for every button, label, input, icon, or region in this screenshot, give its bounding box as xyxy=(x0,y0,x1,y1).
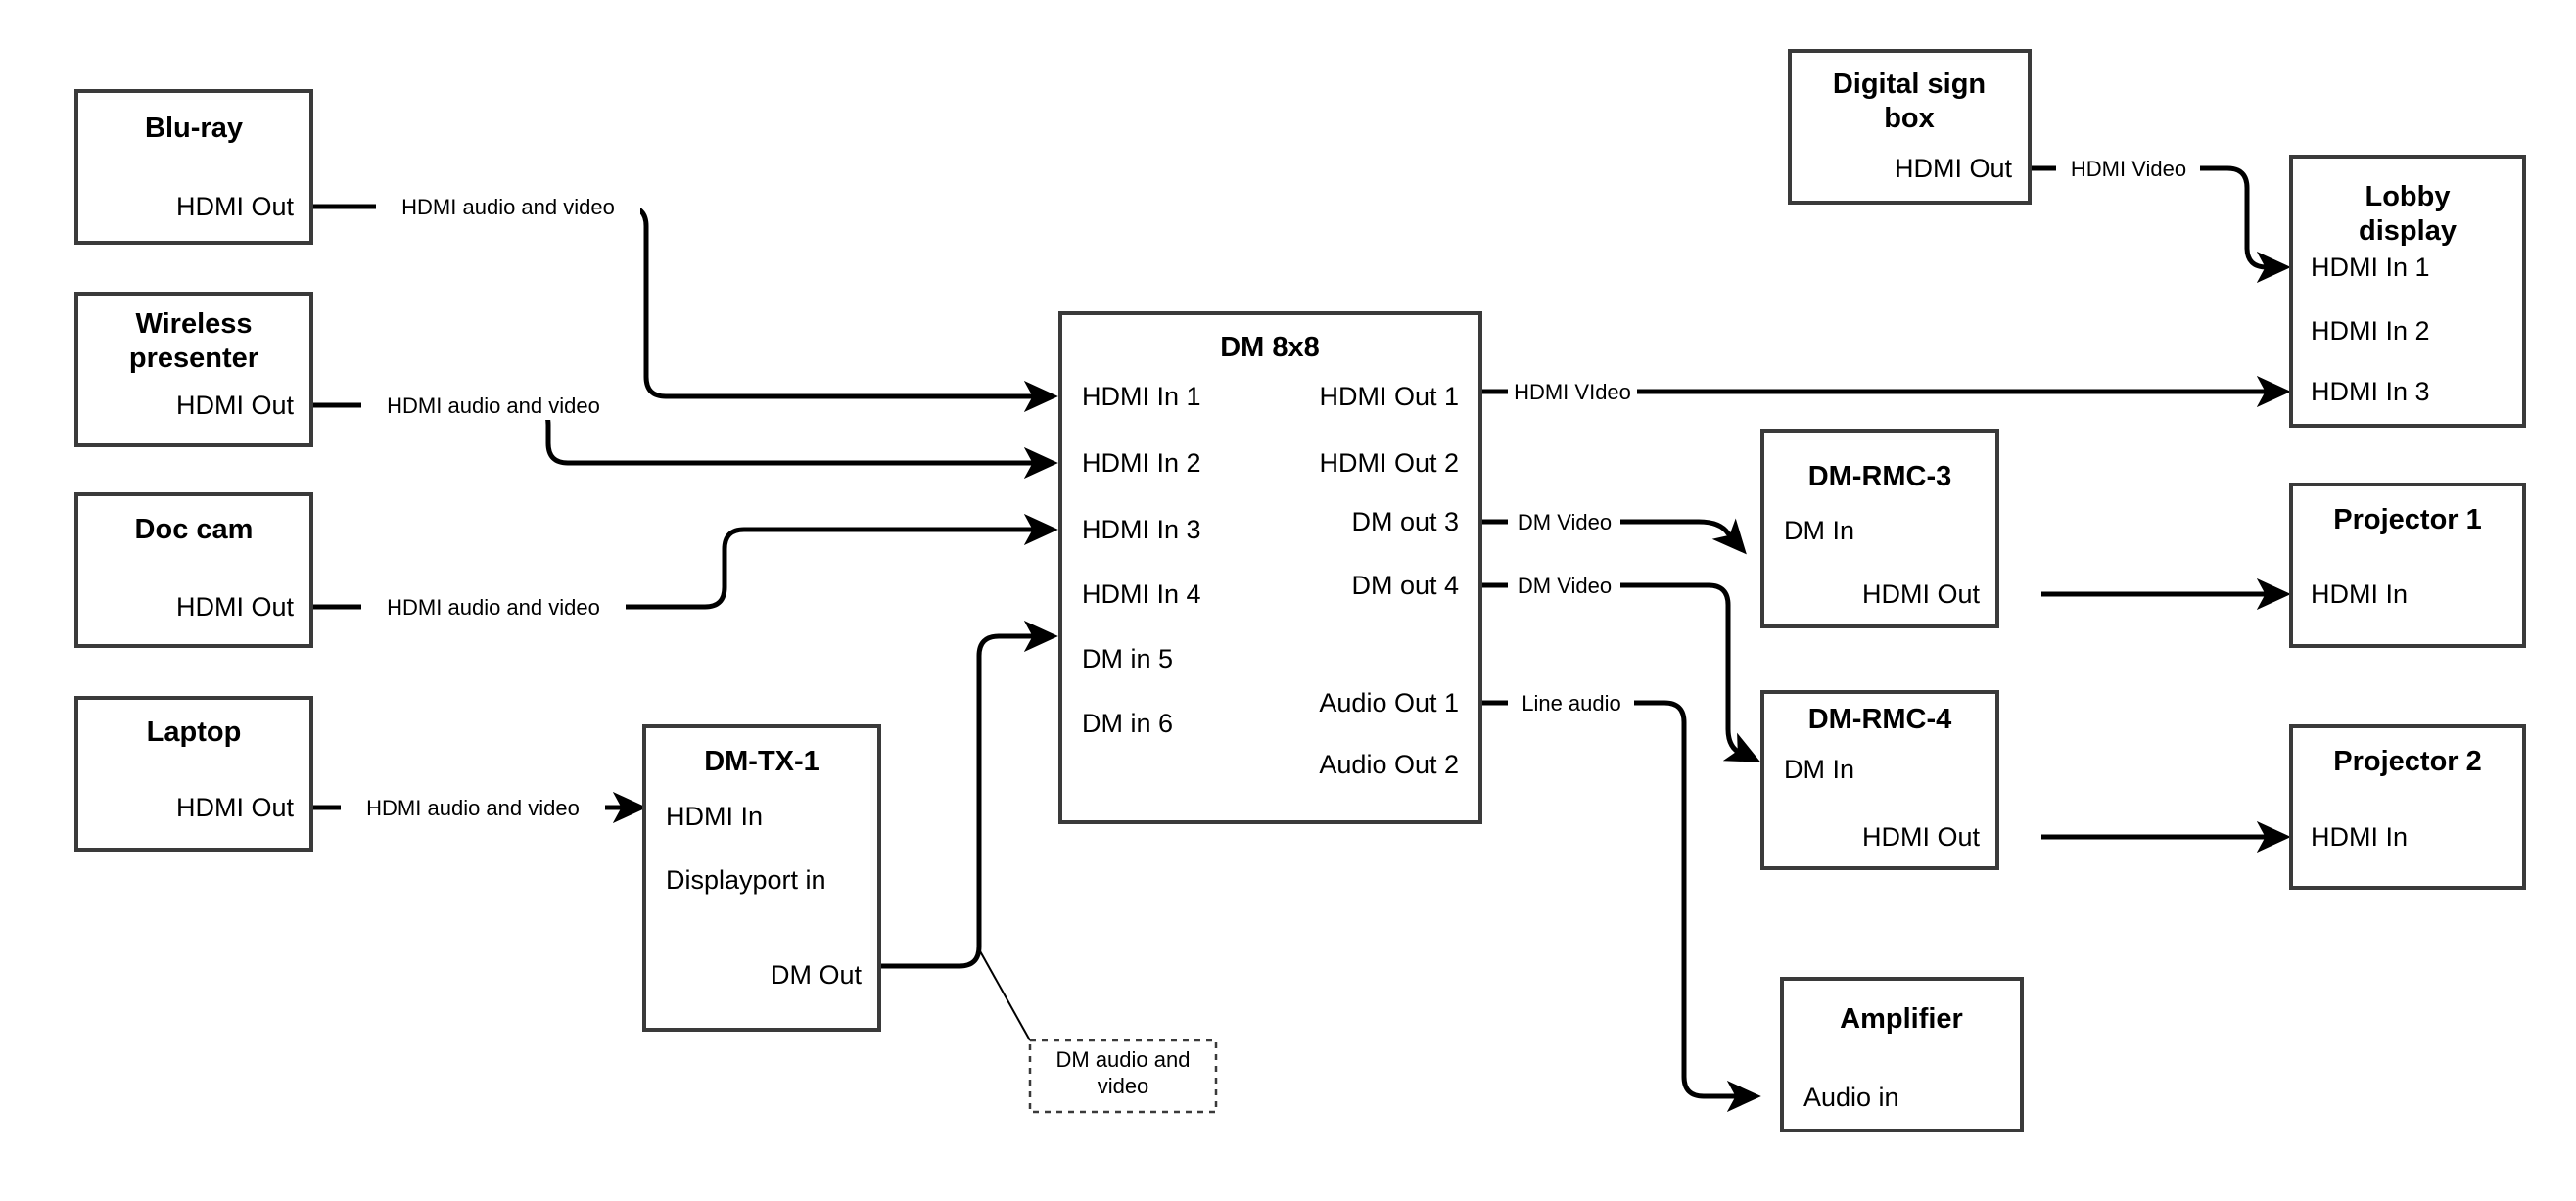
projector-2-port-hdmi-in: HDMI In xyxy=(2311,822,2408,852)
lobby-display-port-hdmi-in-1: HDMI In 1 xyxy=(2311,253,2430,282)
bluray-box xyxy=(74,89,313,245)
dm-8x8-input-dm-in-6: DM in 6 xyxy=(1082,709,1173,738)
dm-8x8-output-dm-out-3: DM out 3 xyxy=(1351,507,1459,536)
link-dm8x8-audio1-to-amplifier xyxy=(1480,700,1756,1096)
edge-label-wireless-to-dm8x8: HDMI audio and video xyxy=(387,393,600,418)
dm-8x8-output-hdmi-out-1: HDMI Out 1 xyxy=(1319,382,1459,411)
node-dm-rmc-4[interactable]: DM-RMC-4 DM In HDMI Out xyxy=(1760,690,1999,870)
projector-1-port-hdmi-in: HDMI In xyxy=(2311,579,2408,609)
edge-label-laptop-to-dmtx1: HDMI audio and video xyxy=(366,796,580,820)
node-digital-sign-box[interactable]: Digital sign box HDMI Out xyxy=(1788,49,2032,205)
dm-rmc-4-port-hdmi-out: HDMI Out xyxy=(1862,822,1981,852)
edge-label-bluray-to-dm8x8: HDMI audio and video xyxy=(401,195,615,219)
node-laptop[interactable]: Laptop HDMI Out xyxy=(74,696,313,852)
wireless-presenter-title-line1: Wireless xyxy=(135,308,252,340)
dm-8x8-output-audio-out-1: Audio Out 1 xyxy=(1319,688,1459,717)
laptop-box xyxy=(74,696,313,852)
dm-tx-1-box xyxy=(642,724,881,1032)
laptop-title: Laptop xyxy=(147,716,242,748)
link-digitalsign-to-lobby xyxy=(2030,165,2285,267)
dm-rmc-3-port-hdmi-out: HDMI Out xyxy=(1862,579,1981,609)
node-dm-tx-1[interactable]: DM-TX-1 HDMI In Displayport in DM Out xyxy=(642,724,881,1032)
digital-sign-box-port-hdmi-out: HDMI Out xyxy=(1895,154,2013,183)
node-projector-2[interactable]: Projector 2 HDMI In xyxy=(2289,724,2526,890)
dm-tx-1-title: DM-TX-1 xyxy=(704,746,820,777)
node-amplifier[interactable]: Amplifier Audio in xyxy=(1780,977,2024,1132)
edge-label-dm8x8-out3-to-rmc3: DM Video xyxy=(1518,510,1612,534)
edge-label-dm8x8-out1-to-lobby: HDMI VIdeo xyxy=(1514,380,1631,404)
link-bluray-to-dm8x8 xyxy=(311,204,1058,413)
laptop-port-hdmi-out: HDMI Out xyxy=(176,793,295,822)
digital-sign-box-title-line2: box xyxy=(1884,103,1935,134)
link-dm8x8-out3-to-rmc3 xyxy=(1480,522,1743,550)
bluray-title: Blu-ray xyxy=(145,113,243,144)
leader-dm-cable-note xyxy=(978,948,1031,1041)
dm-cable-note-box xyxy=(1028,1039,1218,1114)
note-dm-audio-and-video: DM audio and video xyxy=(1028,1039,1218,1114)
node-dm-8x8[interactable]: DM 8x8 HDMI In 1 HDMI In 2 HDMI In 3 HDM… xyxy=(1058,311,1482,824)
link-dmtx1-to-dm8x8 xyxy=(879,620,1058,969)
dm-rmc-3-title: DM-RMC-3 xyxy=(1808,461,1952,492)
dm-8x8-input-hdmi-in-3: HDMI In 3 xyxy=(1082,515,1201,544)
dm-tx-1-port-hdmi-in: HDMI In xyxy=(666,802,763,831)
lobby-display-port-hdmi-in-2: HDMI In 2 xyxy=(2311,316,2430,346)
wireless-presenter-title-line2: presenter xyxy=(129,343,258,374)
dm-tx-1-port-dm-out: DM Out xyxy=(771,960,863,990)
dm-cable-note-line2: video xyxy=(1098,1074,1149,1098)
digital-sign-box-title-line1: Digital sign xyxy=(1833,69,1986,100)
projector-2-title: Projector 2 xyxy=(2333,746,2482,777)
dm-rmc-3-box xyxy=(1760,429,1999,628)
dm-8x8-input-hdmi-in-2: HDMI In 2 xyxy=(1082,448,1201,478)
dm-8x8-output-audio-out-2: Audio Out 2 xyxy=(1319,750,1459,779)
dm-rmc-4-port-dm-in: DM In xyxy=(1784,755,1854,784)
lobby-display-title-line1: Lobby xyxy=(2365,181,2451,212)
node-projector-1[interactable]: Projector 1 HDMI In xyxy=(2289,483,2526,648)
node-wireless-presenter[interactable]: Wireless presenter HDMI Out xyxy=(74,292,313,447)
edge-label-doccam-to-dm8x8: HDMI audio and video xyxy=(387,595,600,620)
doc-cam-box xyxy=(74,492,313,648)
digital-sign-box-box xyxy=(1788,49,2032,205)
dm-8x8-input-dm-in-5: DM in 5 xyxy=(1082,644,1173,673)
edge-labels: HDMI audio and video HDMI audio and vide… xyxy=(341,157,2186,822)
dm-rmc-4-box xyxy=(1760,690,1999,870)
projector-1-title: Projector 1 xyxy=(2333,504,2482,535)
node-doc-cam[interactable]: Doc cam HDMI Out xyxy=(74,492,313,648)
lobby-display-box xyxy=(2289,155,2526,428)
dm-8x8-output-dm-out-4: DM out 4 xyxy=(1351,571,1459,600)
node-bluray[interactable]: Blu-ray HDMI Out xyxy=(74,89,313,245)
link-dm8x8-out4-to-rmc4 xyxy=(1480,582,1756,760)
projector-2-box xyxy=(2289,724,2526,890)
bluray-port-hdmi-out: HDMI Out xyxy=(176,192,295,221)
link-doccam-to-dm8x8 xyxy=(311,513,1058,610)
dm-rmc-4-title: DM-RMC-4 xyxy=(1808,704,1952,735)
dm-8x8-input-hdmi-in-4: HDMI In 4 xyxy=(1082,579,1201,609)
edge-label-dm8x8-out4-to-rmc4: DM Video xyxy=(1518,574,1612,598)
dm-rmc-3-port-dm-in: DM In xyxy=(1784,516,1854,545)
wireless-presenter-port-hdmi-out: HDMI Out xyxy=(176,391,295,420)
dm-8x8-output-hdmi-out-2: HDMI Out 2 xyxy=(1319,448,1459,478)
amplifier-title: Amplifier xyxy=(1840,1003,1963,1035)
dm-8x8-box xyxy=(1058,311,1482,824)
dm-8x8-input-hdmi-in-1: HDMI In 1 xyxy=(1082,382,1201,411)
dm-cable-note-line1: DM audio and xyxy=(1056,1047,1191,1072)
wireless-presenter-box xyxy=(74,292,313,447)
dm-tx-1-port-displayport-in: Displayport in xyxy=(666,865,826,895)
dm-8x8-title: DM 8x8 xyxy=(1220,332,1320,363)
node-dm-rmc-3[interactable]: DM-RMC-3 DM In HDMI Out xyxy=(1760,429,1999,628)
lobby-display-port-hdmi-in-3: HDMI In 3 xyxy=(2311,377,2430,406)
projector-1-box xyxy=(2289,483,2526,648)
amplifier-port-audio-in: Audio in xyxy=(1803,1083,1899,1112)
node-lobby-display[interactable]: Lobby display HDMI In 1 HDMI In 2 HDMI I… xyxy=(2289,155,2526,428)
edge-label-dm8x8-audio1-to-amplifier: Line audio xyxy=(1522,691,1621,716)
lobby-display-title-line2: display xyxy=(2359,215,2457,247)
doc-cam-title: Doc cam xyxy=(135,514,254,545)
amplifier-box xyxy=(1780,977,2024,1132)
edge-label-digitalsign-to-lobby: HDMI Video xyxy=(2071,157,2186,181)
doc-cam-port-hdmi-out: HDMI Out xyxy=(176,592,295,622)
